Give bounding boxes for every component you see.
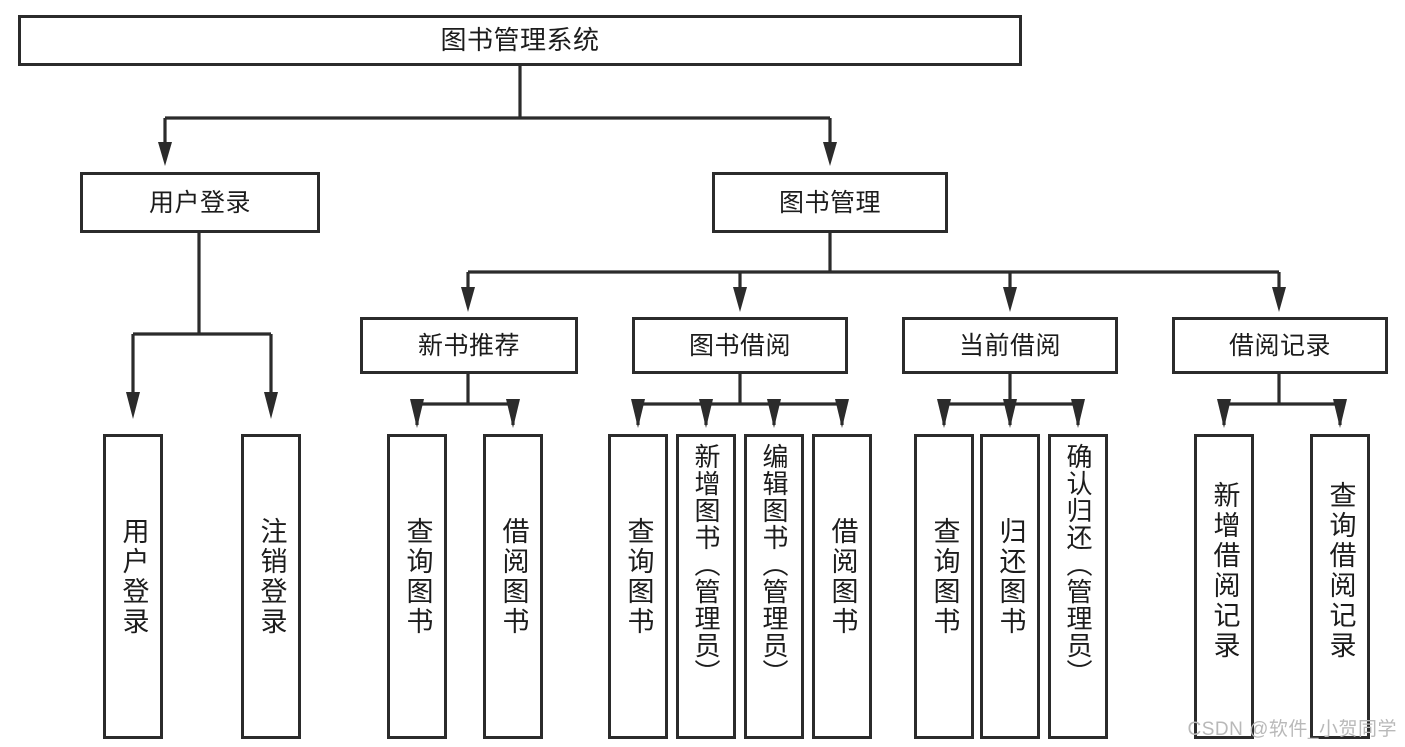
leaf-user-login[interactable]: 用户登录 (103, 434, 163, 739)
leaf-logout[interactable]: 注销登录 (241, 434, 301, 739)
node-label: 编辑图书（管理员） (759, 443, 789, 686)
node-book-borrowing[interactable]: 图书借阅 (632, 317, 848, 374)
node-label: 新书推荐 (417, 331, 520, 360)
csdn-watermark: CSDN @软件_小贺同学 (1187, 719, 1397, 740)
leaf-add-book-admin[interactable]: 新增图书（管理员） (676, 434, 736, 739)
leaf-query-borrow-record[interactable]: 查询借阅记录 (1310, 434, 1370, 739)
node-borrow-records[interactable]: 借阅记录 (1172, 317, 1388, 374)
node-label: 新增借阅记录 (1209, 481, 1240, 661)
node-book-management[interactable]: 图书管理 (712, 172, 948, 233)
leaf-query-book-recommend[interactable]: 查询图书 (387, 434, 447, 739)
node-root-library-system[interactable]: 图书管理系统 (18, 15, 1022, 66)
leaf-query-book-current[interactable]: 查询图书 (914, 434, 974, 739)
node-label: 归还图书 (995, 517, 1026, 637)
leaf-borrow-book-recommend[interactable]: 借阅图书 (483, 434, 543, 739)
node-label: 用户登录 (148, 188, 251, 217)
node-label: 借阅图书 (827, 517, 858, 637)
leaf-add-borrow-record[interactable]: 新增借阅记录 (1194, 434, 1254, 739)
node-label: 用户登录 (118, 517, 149, 637)
node-current-borrowing[interactable]: 当前借阅 (902, 317, 1118, 374)
node-label: 借阅图书 (498, 517, 529, 637)
node-label: 注销登录 (256, 517, 287, 637)
leaf-confirm-return-admin[interactable]: 确认归还（管理员） (1048, 434, 1108, 739)
node-label: 查询图书 (929, 517, 960, 637)
node-label: 查询图书 (623, 517, 654, 637)
node-label: 借阅记录 (1228, 331, 1331, 360)
node-label: 确认归还（管理员） (1063, 443, 1093, 686)
leaf-edit-book-admin[interactable]: 编辑图书（管理员） (744, 434, 804, 739)
leaf-query-book-borrowing[interactable]: 查询图书 (608, 434, 668, 739)
node-label: 新增图书（管理员） (691, 443, 721, 686)
node-label: 查询图书 (402, 517, 433, 637)
node-label: 查询借阅记录 (1325, 481, 1356, 661)
node-label: 图书管理 (778, 188, 881, 217)
node-label: 图书借阅 (688, 331, 791, 360)
node-new-book-recommend[interactable]: 新书推荐 (360, 317, 578, 374)
leaf-borrow-book-borrowing[interactable]: 借阅图书 (812, 434, 872, 739)
node-user-login[interactable]: 用户登录 (80, 172, 320, 233)
leaf-return-book[interactable]: 归还图书 (980, 434, 1040, 739)
node-label: 当前借阅 (958, 331, 1061, 360)
node-label: 图书管理系统 (440, 24, 600, 55)
